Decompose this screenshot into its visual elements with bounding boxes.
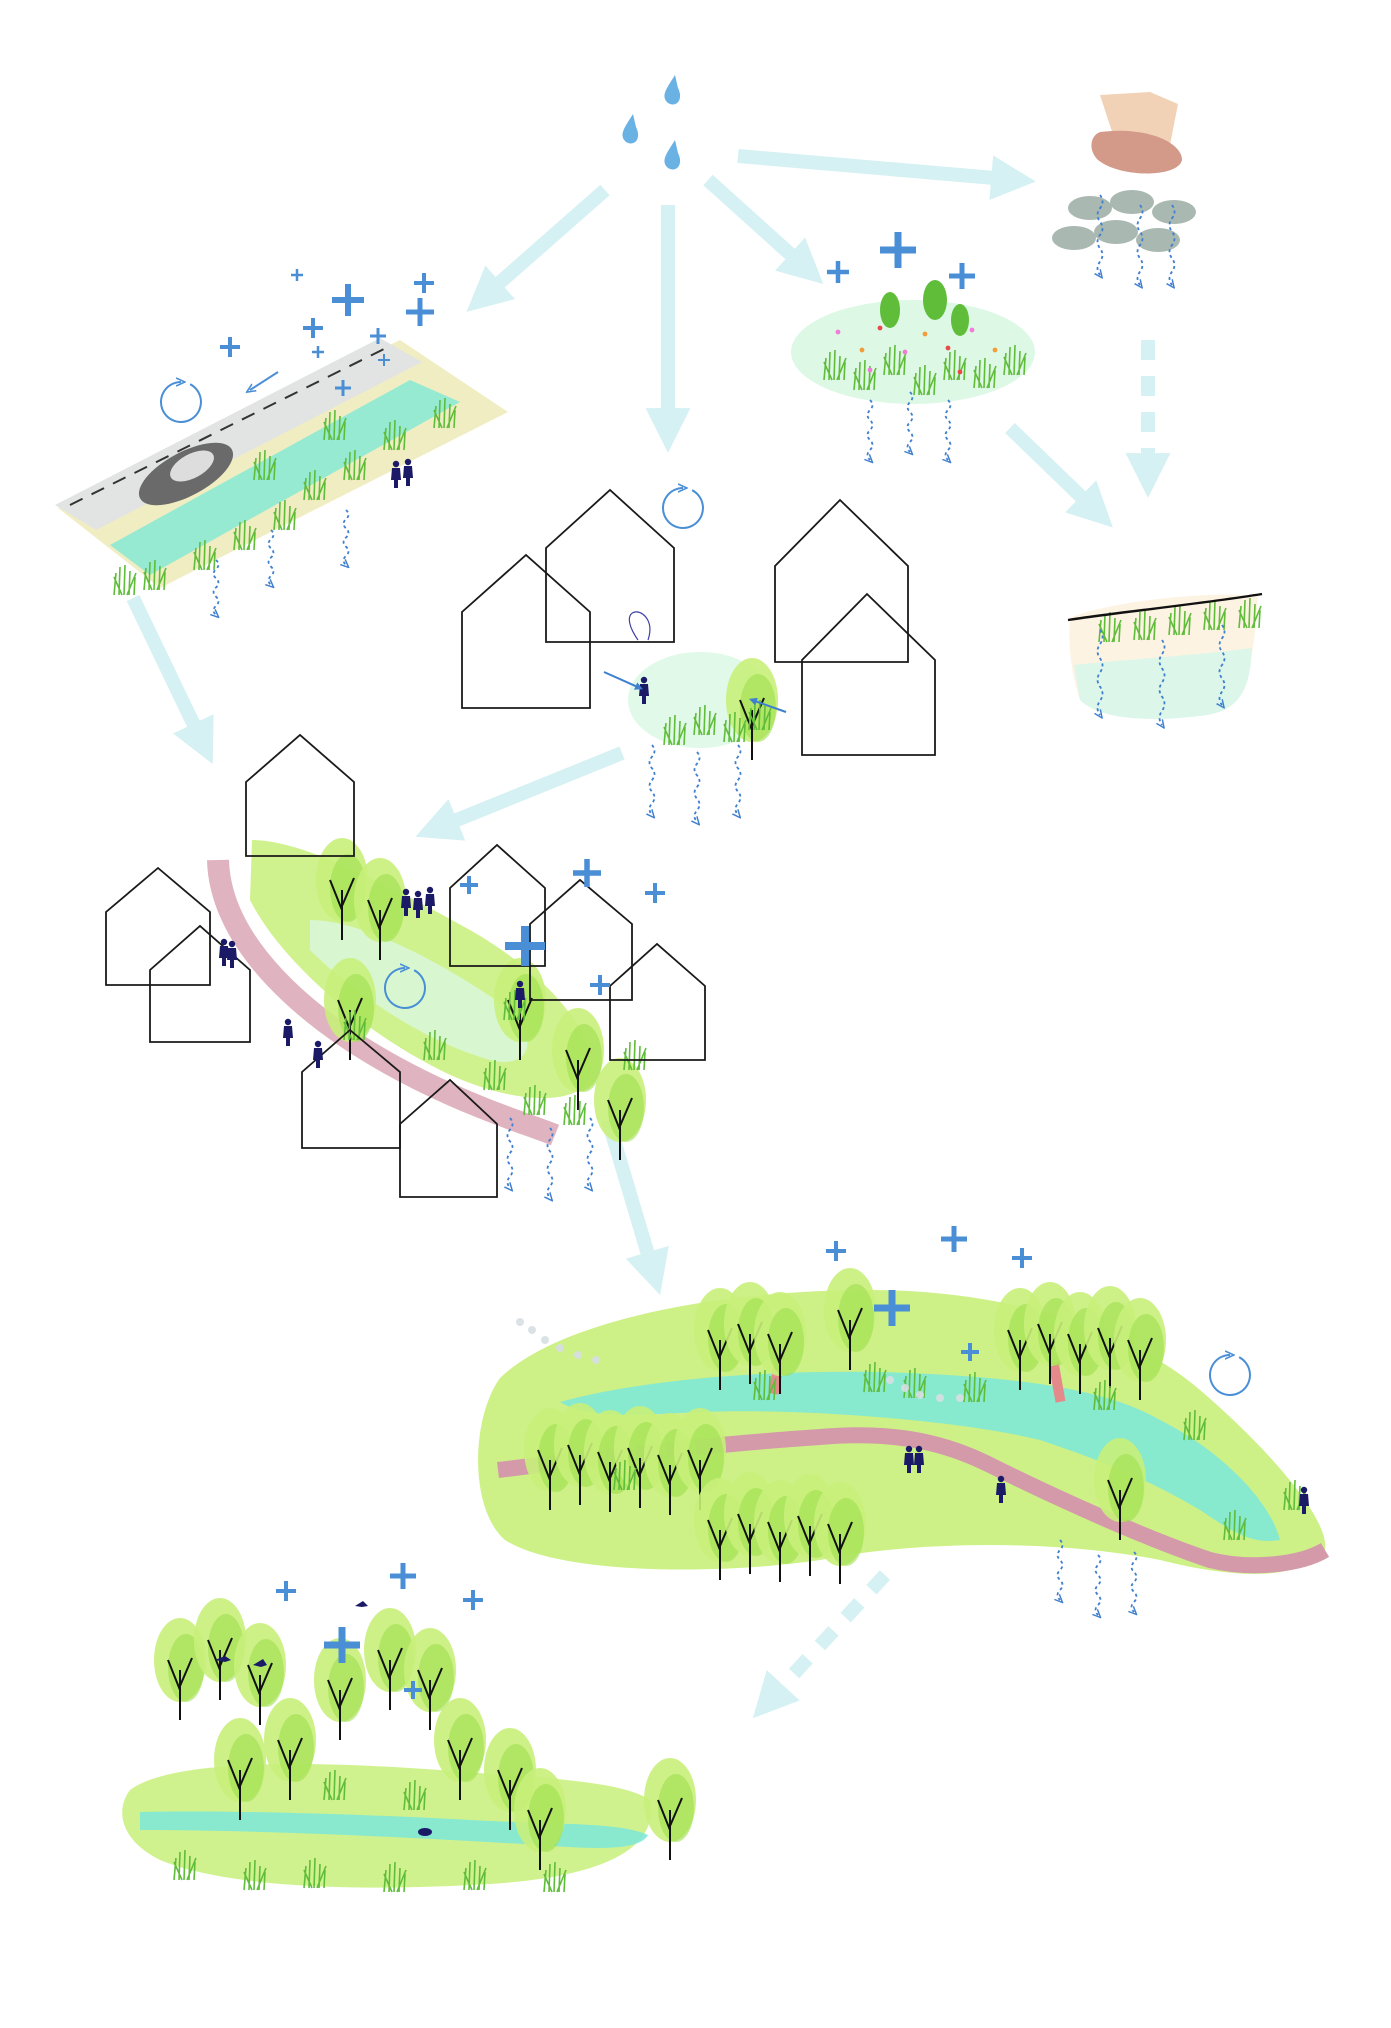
plus-icon	[949, 263, 975, 289]
cycle-icon	[384, 968, 426, 1009]
plus-icon	[404, 1681, 422, 1699]
house-outline	[105, 866, 211, 986]
plus-icon	[505, 926, 545, 966]
plus-icon	[312, 346, 324, 358]
car-icon	[138, 442, 234, 506]
plus-icon	[645, 883, 665, 903]
house-outline	[245, 733, 355, 857]
plus-icon	[460, 876, 478, 894]
house-outline	[545, 488, 675, 643]
house-outline	[301, 1028, 401, 1149]
rain-drops-icon	[622, 75, 681, 170]
jump-rope-icon	[628, 611, 651, 641]
forest-wetland-icon	[122, 1597, 697, 1893]
plus-icon	[291, 269, 303, 281]
infiltration-arrow-icon	[214, 559, 219, 615]
infiltration-arrow-icon	[1220, 624, 1226, 705]
plus-icon	[406, 298, 434, 326]
house-outline	[461, 553, 591, 709]
infiltration-arrow-icon	[269, 529, 274, 585]
wildflower-meadow-icon	[791, 280, 1035, 404]
plus-icon	[880, 232, 916, 268]
flow-arrow-street-to-neighbourhood	[126, 594, 214, 765]
soil-infiltration-icon	[1067, 592, 1263, 719]
infiltration-arrow-icon	[1098, 194, 1104, 275]
flow-arrows	[126, 149, 1171, 1719]
paving-stones	[1052, 190, 1196, 252]
infiltration-arrow-icon	[1132, 1551, 1137, 1612]
plus-icon	[1012, 1248, 1032, 1268]
flow-arrow-neighbourhood-to-river	[601, 1118, 669, 1296]
infiltration-arrows	[214, 194, 1226, 1615]
cycle-icons	[160, 382, 1251, 1396]
infiltration-arrow-icon	[946, 399, 951, 460]
flow-arrow-meadow-to-soil	[1005, 422, 1113, 528]
flower-dots	[835, 325, 998, 375]
infiltration-arrow-icon	[868, 399, 873, 460]
flow-arrow-rain-to-paving	[737, 149, 1036, 201]
plus-icon	[590, 975, 610, 995]
infiltration-arrow-icon	[508, 1117, 513, 1188]
plus-icon	[390, 1563, 416, 1589]
street-bioswale-icon	[55, 338, 508, 596]
infiltration-arrow-icon	[344, 509, 349, 565]
plus-icon	[335, 380, 351, 396]
infiltration-arrow-icon	[736, 744, 741, 815]
bike-path	[207, 859, 560, 1146]
plus-icon	[378, 354, 390, 366]
infiltration-arrow-icon	[1170, 204, 1176, 285]
flow-arrow-rain-to-street	[466, 184, 610, 312]
plus-icon	[220, 337, 240, 357]
permeable-paving-icon	[1052, 92, 1196, 252]
foot-icon	[1091, 92, 1182, 174]
flow-arrow-rain-to-meadow	[703, 174, 824, 285]
river-park-icon	[478, 1267, 1330, 1585]
plus-icon	[324, 1627, 360, 1663]
plus-icon	[874, 1290, 910, 1326]
plus-icon	[276, 1581, 296, 1601]
house-outline	[801, 592, 936, 756]
infiltration-arrow-icon	[548, 1127, 553, 1198]
wind-arrow-icon	[250, 371, 279, 390]
infiltration-arrow-icon	[588, 1117, 593, 1188]
flow-arrow-river-to-forest	[752, 1570, 891, 1719]
plus-icon	[463, 1590, 483, 1610]
bird-icons	[215, 1601, 432, 1836]
neighbourhood-green-icon	[105, 733, 706, 1198]
plus-icon	[961, 1343, 979, 1361]
plus-icon	[414, 273, 434, 293]
infiltration-arrow-icon	[1138, 204, 1144, 285]
flow-arrow-courtyard-to-neighbourhood	[415, 746, 625, 841]
infiltration-arrow-icon	[1096, 1554, 1101, 1615]
cycle-icon	[662, 488, 704, 529]
infiltration-arrow-icon	[1058, 1539, 1063, 1600]
plus-icon	[370, 328, 386, 344]
infiltration-arrow-icon	[650, 744, 655, 815]
infiltration-arrow-icon	[695, 751, 700, 822]
plus-icon	[303, 318, 323, 338]
plus-icon	[332, 284, 364, 316]
house-outline	[399, 1078, 498, 1198]
cycle-icon	[160, 382, 202, 423]
house-outline	[774, 498, 909, 663]
house-outline	[609, 942, 706, 1061]
plus-marks	[220, 232, 1032, 1699]
house-outline	[529, 878, 633, 1001]
plus-icon	[573, 859, 601, 887]
plus-icon	[941, 1226, 967, 1252]
cycle-icon	[1209, 1355, 1251, 1396]
plus-icon	[826, 1241, 846, 1261]
courtyard-rain-garden-icon	[461, 488, 936, 761]
plus-icon	[827, 261, 849, 283]
